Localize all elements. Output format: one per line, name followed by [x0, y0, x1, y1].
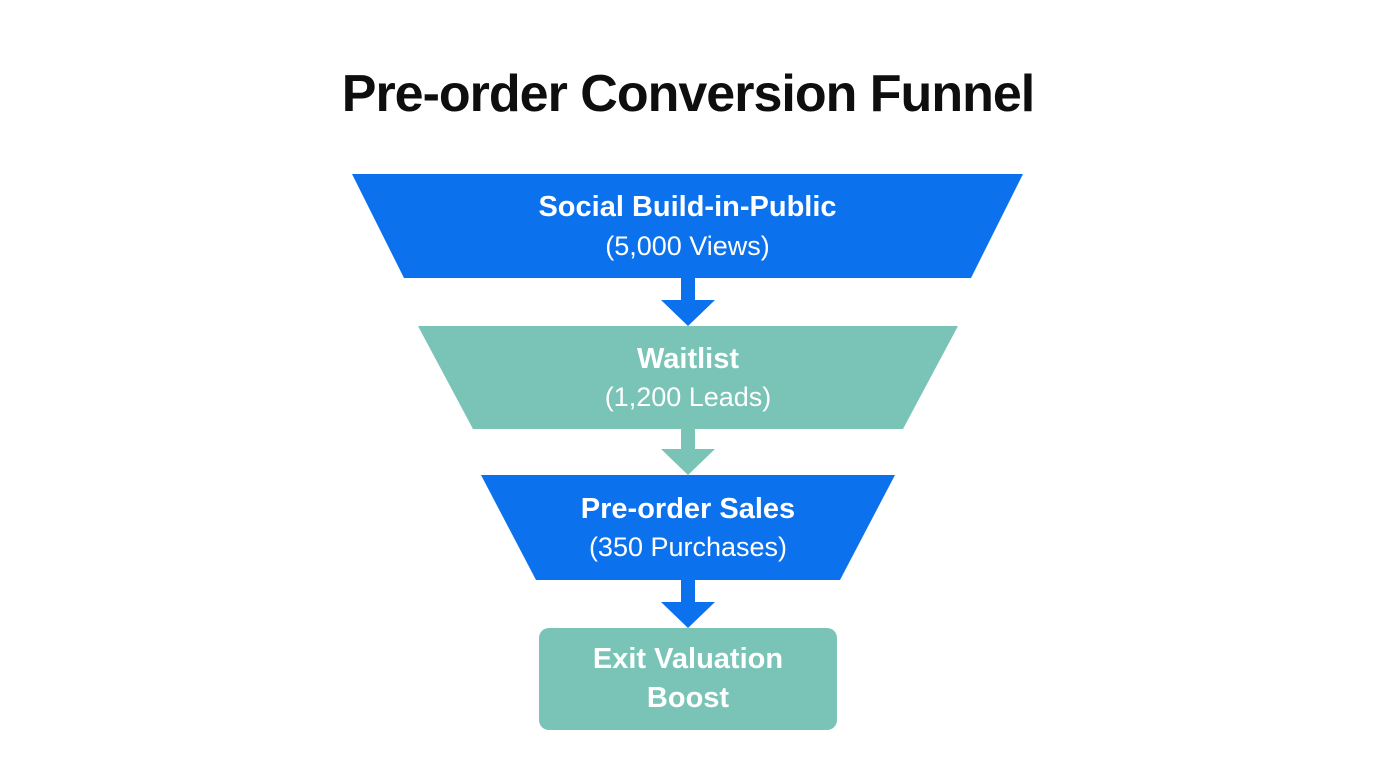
stage-social-build-in-public: Social Build-in-Public (5,000 Views) — [352, 174, 1023, 278]
arrow-down-icon — [661, 580, 715, 628]
arrow-head — [661, 449, 715, 475]
stage-label: Waitlist — [636, 342, 740, 375]
stage-value: (350 Purchases) — [588, 532, 788, 563]
stage-preorder-sales: Pre-order Sales (350 Purchases) — [481, 475, 895, 580]
arrow-stem — [681, 580, 695, 602]
arrow-down-icon — [661, 278, 715, 326]
stage-value: (5,000 Views) — [605, 230, 770, 261]
arrow-down-icon — [661, 429, 715, 475]
stage-label: Social Build-in-Public — [538, 191, 837, 224]
arrow-stem — [681, 429, 695, 449]
arrow-stem — [681, 278, 695, 300]
arrow-head — [661, 300, 715, 326]
page-title: Pre-order Conversion Funnel — [341, 65, 1035, 123]
stage-waitlist: Waitlist (1,200 Leads) — [418, 326, 958, 429]
stage-value: (1,200 Leads) — [604, 382, 772, 413]
arrow-head — [661, 602, 715, 628]
stage-label: Pre-order Sales — [580, 492, 796, 525]
stage-exit-valuation-boost: Exit Valuation Boost — [539, 628, 837, 730]
stage-label: Exit Valuation Boost — [592, 643, 784, 714]
